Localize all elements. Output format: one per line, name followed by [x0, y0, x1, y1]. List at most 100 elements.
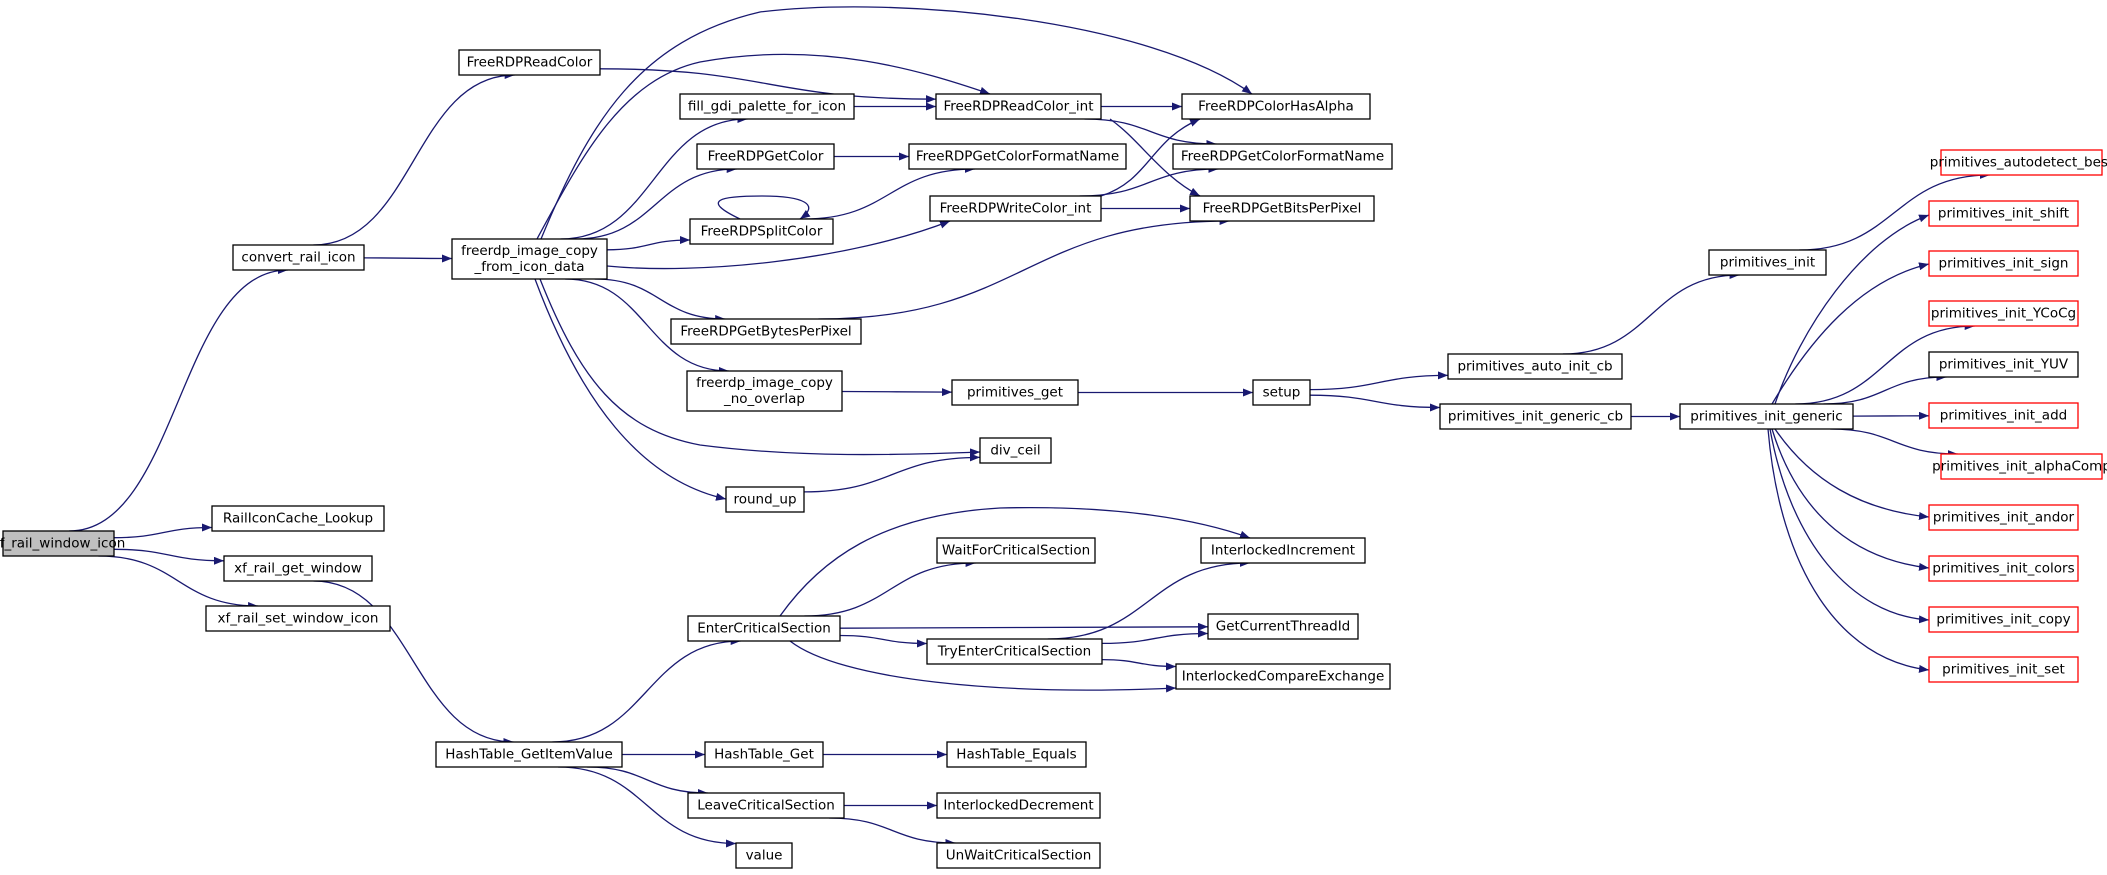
node-label: FreeRDPColorHasAlpha — [1198, 99, 1354, 115]
node-FreeRDPReadColor_int[interactable]: FreeRDPReadColor_int — [935, 93, 1102, 120]
edge-freerdp_image_copy_from_icon_data-to-fill_gdi_palette_for_icon — [560, 115, 748, 240]
node-box — [1189, 195, 1375, 222]
node-InterlockedIncrement[interactable]: InterlockedIncrement — [1200, 537, 1366, 564]
node-box — [458, 49, 601, 76]
node-FreeRDPGetColorFormatName_b[interactable]: FreeRDPGetColorFormatName — [1172, 143, 1393, 170]
node-label: FreeRDPGetBytesPerPixel — [680, 324, 851, 340]
node-primitives_init_generic[interactable]: primitives_init_generic — [1679, 403, 1854, 430]
node-box — [935, 93, 1102, 120]
node-primitives_autodetect_best[interactable]: primitives_autodetect_best — [1930, 149, 2107, 176]
node-box — [1200, 537, 1366, 564]
node-primitives_init_andor[interactable]: primitives_init_andor — [1928, 504, 2079, 531]
node-InterlockedDecrement[interactable]: InterlockedDecrement — [936, 792, 1101, 819]
node-FreeRDPSplitColor[interactable]: FreeRDPSplitColor — [689, 218, 834, 245]
node-box — [689, 218, 834, 245]
node-label: FreeRDPWriteColor_int — [940, 201, 1092, 217]
edge-FreeRDPWriteColor_int-to-FreeRDPGetColorFormatName_b — [1079, 165, 1219, 197]
node-primitives_init_add[interactable]: primitives_init_add — [1928, 402, 2079, 429]
node-box — [1940, 149, 2103, 176]
node-label: primitives_init_alphaComp — [1932, 459, 2107, 475]
node-primitives_init_set[interactable]: primitives_init_set — [1928, 656, 2079, 683]
node-TryEnterCriticalSection[interactable]: TryEnterCriticalSection — [926, 638, 1103, 665]
edge-TryEnterCriticalSection-to-InterlockedIncrement — [1047, 559, 1250, 640]
edge-FreeRDPSplitColor-to-FreeRDPGetColorFormatName_a — [804, 165, 975, 220]
edge-xf_rail_window_icon-to-convert_rail_icon — [68, 266, 289, 532]
edge-FreeRDPWriteColor_int-to-FreeRDPColorHasAlpha — [1100, 118, 1201, 197]
node-primitives_auto_init_cb[interactable]: primitives_auto_init_cb — [1447, 353, 1623, 380]
node-label: WaitForCriticalSection — [942, 543, 1090, 559]
node-primitives_init_shift[interactable]: primitives_init_shift — [1928, 200, 2079, 227]
node-box — [725, 486, 805, 513]
node-xf_rail_set_window_icon[interactable]: xf_rail_set_window_icon — [205, 605, 391, 632]
edge-freerdp_image_copy_from_icon_data-to-FreeRDPSplitColor — [606, 236, 691, 251]
node-xf_rail_get_window[interactable]: xf_rail_get_window — [223, 555, 373, 582]
node-primitives_init_alphaComp[interactable]: primitives_init_alphaComp — [1932, 453, 2107, 480]
node-FreeRDPReadColor[interactable]: FreeRDPReadColor — [458, 49, 601, 76]
node-freerdp_image_copy_no_overlap[interactable]: freerdp_image_copy_no_overlap — [686, 370, 843, 412]
node-label: FreeRDPReadColor_int — [943, 99, 1093, 115]
node-primitives_init_YCoCg[interactable]: primitives_init_YCoCg — [1928, 300, 2079, 327]
edge-convert_rail_icon-to-FreeRDPReadColor — [313, 71, 515, 246]
node-value[interactable]: value — [735, 842, 793, 869]
node-primitives_init_colors[interactable]: primitives_init_colors — [1928, 555, 2079, 582]
edge-xf_rail_window_icon-to-xf_rail_set_window_icon — [98, 555, 259, 610]
node-setup[interactable]: setup — [1252, 379, 1311, 406]
node-FreeRDPGetColor[interactable]: FreeRDPGetColor — [696, 143, 835, 170]
node-convert_rail_icon[interactable]: convert_rail_icon — [232, 244, 365, 271]
node-InterlockedCompareExchange[interactable]: InterlockedCompareExchange — [1175, 663, 1391, 690]
node-label: FreeRDPSplitColor — [701, 224, 823, 240]
edge-FreeRDPReadColor_int-to-FreeRDPGetColorFormatName_b — [1084, 118, 1217, 148]
node-EnterCriticalSection[interactable]: EnterCriticalSection — [687, 615, 841, 642]
node-FreeRDPWriteColor_int[interactable]: FreeRDPWriteColor_int — [929, 195, 1102, 222]
node-HashTable_GetItemValue[interactable]: HashTable_GetItemValue — [435, 741, 623, 768]
node-FreeRDPGetBitsPerPixel[interactable]: FreeRDPGetBitsPerPixel — [1189, 195, 1375, 222]
edge-xf_rail_window_icon-to-xf_rail_get_window — [113, 548, 225, 565]
node-WaitForCriticalSection[interactable]: WaitForCriticalSection — [936, 537, 1096, 564]
node-primitives_get[interactable]: primitives_get — [951, 379, 1079, 406]
node-primitives_init_generic_cb[interactable]: primitives_init_generic_cb — [1439, 403, 1632, 430]
node-HashTable_Get[interactable]: HashTable_Get — [704, 741, 824, 768]
node-FreeRDPGetColorFormatName_a[interactable]: FreeRDPGetColorFormatName — [908, 143, 1127, 170]
node-label: FreeRDPGetBitsPerPixel — [1203, 201, 1362, 217]
edge-freerdp_image_copy_from_icon_data-to-FreeRDPGetBytesPerPixel — [594, 278, 726, 323]
node-primitives_init[interactable]: primitives_init — [1708, 249, 1827, 276]
node-fill_gdi_palette_for_icon[interactable]: fill_gdi_palette_for_icon — [679, 93, 855, 120]
node-FreeRDPGetBytesPerPixel[interactable]: FreeRDPGetBytesPerPixel — [670, 318, 862, 345]
node-box — [1928, 504, 2079, 531]
edge-HashTable_GetItemValue-to-EnterCriticalSection — [552, 637, 741, 743]
node-primitives_init_copy[interactable]: primitives_init_copy — [1928, 606, 2079, 633]
node-GetCurrentThreadId[interactable]: GetCurrentThreadId — [1207, 613, 1359, 640]
node-UnWaitCriticalSection[interactable]: UnWaitCriticalSection — [936, 842, 1101, 869]
edge-primitives_init_generic-to-primitives_init_sign — [1771, 262, 1930, 405]
node-primitives_init_YUV[interactable]: primitives_init_YUV — [1928, 351, 2079, 378]
node-box — [1175, 663, 1391, 690]
node-FreeRDPColorHasAlpha[interactable]: FreeRDPColorHasAlpha — [1181, 93, 1371, 120]
node-primitives_init_sign[interactable]: primitives_init_sign — [1928, 250, 2079, 277]
node-box — [979, 437, 1052, 464]
node-label: fill_gdi_palette_for_icon — [688, 99, 846, 115]
node-xf_rail_window_icon[interactable]: xf_rail_window_icon — [0, 530, 125, 557]
node-box — [1439, 403, 1632, 430]
node-box — [936, 842, 1101, 869]
edge-EnterCriticalSection-to-InterlockedIncrement — [779, 506, 1251, 617]
nodes-layer: xf_rail_window_icon convert_rail_iconRail… — [0, 49, 2107, 869]
edge-freerdp_image_copy_no_overlap-to-primitives_get — [841, 388, 953, 397]
edge-primitives_init_generic-to-primitives_init_copy — [1769, 428, 1930, 624]
node-div_ceil[interactable]: div_ceil — [979, 437, 1052, 464]
node-label: primitives_get — [967, 385, 1063, 401]
node-LeaveCriticalSection[interactable]: LeaveCriticalSection — [687, 792, 845, 819]
node-label: primitives_init_colors — [1932, 561, 2074, 577]
node-label: value — [746, 848, 783, 864]
node-round_up[interactable]: round_up — [725, 486, 805, 513]
node-label: xf_rail_window_icon — [0, 536, 125, 552]
node-freerdp_image_copy_from_icon_data[interactable]: freerdp_image_copy_from_icon_data — [451, 238, 608, 280]
node-box — [951, 379, 1079, 406]
node-box — [929, 195, 1102, 222]
node-box — [1928, 250, 2079, 277]
node-RailIconCache_Lookup[interactable]: RailIconCache_Lookup — [211, 505, 385, 532]
node-box — [1207, 613, 1359, 640]
node-HashTable_Equals[interactable]: HashTable_Equals — [946, 741, 1087, 768]
node-box — [926, 638, 1103, 665]
node-label: primitives_init_add — [1940, 408, 2067, 424]
